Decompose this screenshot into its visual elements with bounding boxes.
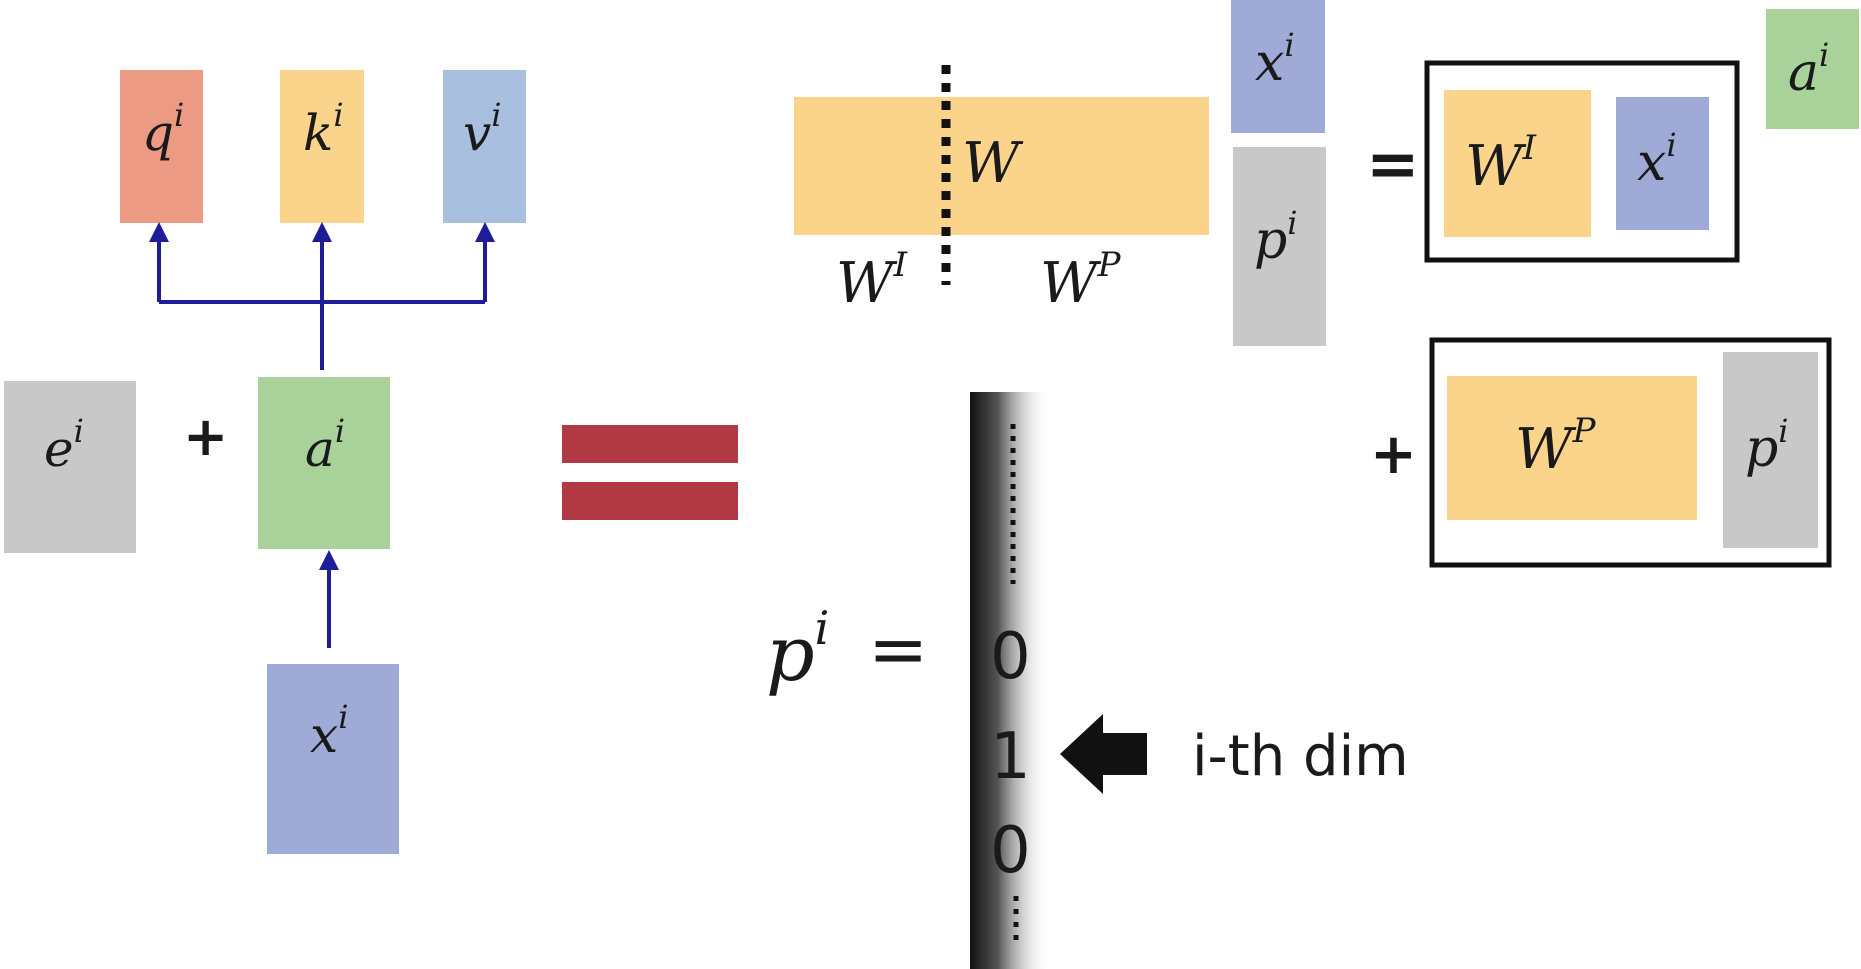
a-label: ai [305,412,345,478]
box-WP-block [1447,376,1697,520]
plus-sign-left: + [183,405,228,468]
WI-x-product-box [1424,60,1740,263]
WP-label: WP [1040,245,1122,316]
box-x-label: xi [1637,126,1677,193]
pointer-arrow-icon [1060,714,1147,794]
left-diagram: qi ki vi ei + ai x [4,70,526,854]
equivalence-sign [562,425,738,520]
vector-entry-1: 1 [990,720,1031,794]
k-block [280,70,364,223]
vector-entry-0: 0 [990,620,1031,694]
p-lhs-equals: = [868,607,928,691]
box-p-label: pi [1745,412,1789,479]
q-label: qi [142,96,184,162]
a-block [258,377,390,549]
v-label: vi [463,96,501,162]
box-WI-label: WI [1465,128,1537,199]
box-WI-block [1444,90,1591,237]
weight-matrix-section: W WI WP xi pi = WI xi ai [794,0,1859,568]
box-WP-label: WP [1515,411,1597,482]
plus-sign-right: + [1370,422,1417,487]
e-block [4,381,136,553]
v-block [443,70,526,223]
W-matrix [794,97,1209,235]
equals-sign-right: = [1366,128,1420,202]
one-hot-vector-section: pi = 0 1 0 i-th dim [766,392,1409,969]
stacked-p-label: pi [1254,204,1298,271]
x-block [267,664,399,854]
box-x-block [1616,97,1709,230]
equals-bar-bottom [562,482,738,520]
equals-bar-top [562,425,738,463]
vector-bracket-shade [970,392,1050,969]
result-a-label: ai [1788,36,1829,103]
pointer-label: i-th dim [1192,724,1409,789]
p-lhs-label: pi [766,601,829,698]
WI-label: WI [836,245,908,316]
stacked-x-label: xi [1255,26,1295,93]
W-label: W [962,131,1024,196]
vector-entry-2: 0 [990,814,1031,888]
e-label: ei [44,412,84,478]
stacked-x-block [1231,0,1325,133]
stacked-p-block [1233,147,1326,346]
box-p-block [1723,352,1818,548]
q-block [120,70,203,223]
k-label: ki [303,96,344,162]
WP-p-product-box [1429,337,1832,568]
x-label: xi [310,698,348,764]
result-a-block [1766,9,1859,129]
